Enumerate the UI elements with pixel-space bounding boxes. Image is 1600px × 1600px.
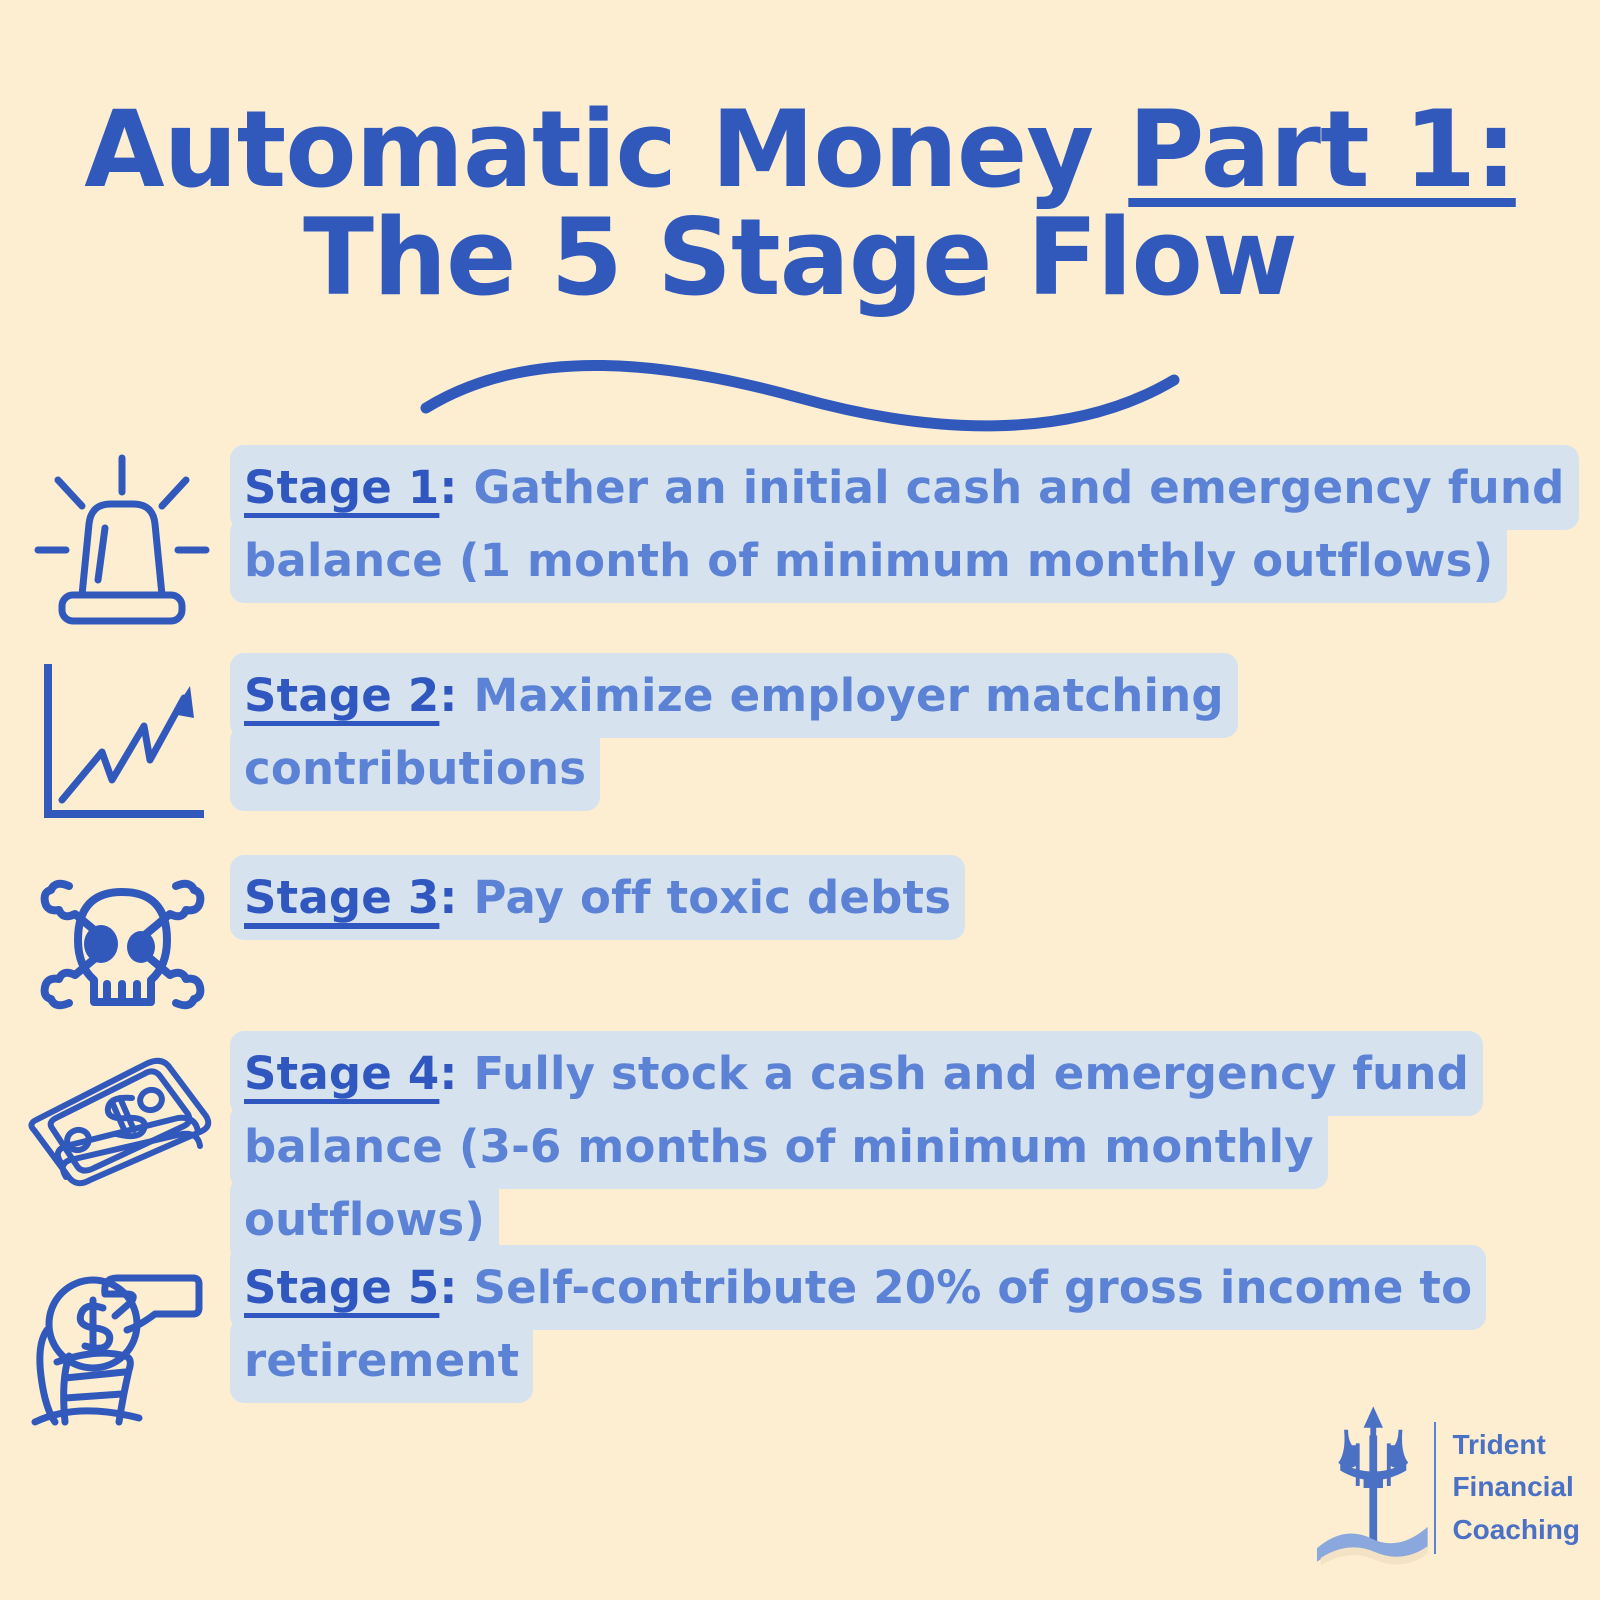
stage-3-icon-cell [0, 862, 230, 1027]
stage-2-icon-cell [0, 660, 230, 830]
s-curve-swoosh-icon [420, 360, 1180, 432]
title-line-1-plain: Automatic Money [84, 88, 1129, 211]
stage-2-body: Maximize employer matching contributions [244, 669, 1224, 795]
growth-chart-arrow-icon [44, 664, 204, 818]
stage-3-text-cell: Stage 3: Pay off toxic debts [230, 855, 1600, 940]
stage-1-text-cell: Stage 1: Gather an initial cash and emer… [230, 445, 1600, 603]
stage-2-label: Stage 2 [244, 669, 440, 722]
brand-logo: Trident Financial Coaching [1315, 1395, 1580, 1580]
stage-4-label: Stage 4 [244, 1047, 440, 1100]
stage-4-icon-cell [0, 1038, 230, 1198]
stage-4-body: Fully stock a cash and emergency fund ba… [244, 1047, 1470, 1246]
stage-4-highlight: Stage 4: Fully stock a cash and emergenc… [230, 1031, 1484, 1262]
stage-4-text-cell: Stage 4: Fully stock a cash and emergenc… [230, 1031, 1600, 1262]
logo-line-3: Coaching [1452, 1513, 1580, 1545]
logo-text: Trident Financial Coaching [1452, 1424, 1580, 1552]
stage-1-label: Stage 1 [244, 461, 440, 514]
stage-3-text: Stage 3: Pay off toxic debts [230, 855, 1582, 940]
stage-5-body: Self-contribute 20% of gross income to r… [244, 1261, 1473, 1387]
stage-2-colon: : [439, 669, 458, 722]
stage-2-text: Stage 2: Maximize employer matching cont… [230, 653, 1582, 811]
stage-2-highlight: Stage 2: Maximize employer matching cont… [230, 653, 1238, 811]
stage-1-body: Gather an initial cash and emergency fun… [244, 461, 1565, 587]
page-title: Automatic Money Part 1: The 5 Stage Flow [0, 95, 1600, 320]
stage-5-highlight: Stage 5: Self-contribute 20% of gross in… [230, 1245, 1487, 1403]
stage-row-5: Stage 5: Self-contribute 20% of gross in… [0, 1245, 1600, 1432]
stage-3-colon: : [439, 871, 458, 924]
hand-coin-rocking-chair-icon [31, 1274, 203, 1426]
stage-5-label: Stage 5 [244, 1261, 440, 1314]
stage-4-colon: : [439, 1047, 458, 1100]
stage-1-text: Stage 1: Gather an initial cash and emer… [230, 445, 1582, 603]
siren-beacon-icon [34, 454, 210, 625]
title-line-1-underlined: Part 1: [1128, 88, 1516, 211]
stage-1-icon-cell [0, 452, 230, 627]
stage-2-text-cell: Stage 2: Maximize employer matching cont… [230, 653, 1600, 811]
skull-and-crossbones-icon [40, 879, 204, 1010]
stage-3-label: Stage 3 [244, 871, 440, 924]
stage-row-1: Stage 1: Gather an initial cash and emer… [0, 445, 1600, 627]
stage-row-3: Stage 3: Pay off toxic debts [0, 855, 1600, 1027]
cash-stack-icon [28, 1057, 212, 1187]
stage-3-highlight: Stage 3: Pay off toxic debts [230, 855, 966, 940]
stage-5-colon: : [439, 1261, 458, 1314]
stage-3-body: Pay off toxic debts [457, 871, 952, 924]
logo-line-1: Trident [1452, 1428, 1546, 1460]
stage-row-4: Stage 4: Fully stock a cash and emergenc… [0, 1031, 1600, 1262]
stage-4-text: Stage 4: Fully stock a cash and emergenc… [230, 1031, 1582, 1262]
trident-wave-icon [1316, 1406, 1428, 1566]
title-line-2: The 5 Stage Flow [303, 196, 1298, 320]
logo-divider [1433, 1421, 1437, 1554]
stage-1-colon: : [439, 461, 458, 514]
stage-5-icon-cell [0, 1252, 230, 1432]
stage-row-2: Stage 2: Maximize employer matching cont… [0, 653, 1600, 830]
logo-line-2: Financial [1452, 1471, 1574, 1503]
title-line-1: Automatic Money Part 1: [16, 95, 1584, 204]
stage-1-highlight: Stage 1: Gather an initial cash and emer… [230, 445, 1579, 603]
stage-5-text-cell: Stage 5: Self-contribute 20% of gross in… [230, 1245, 1600, 1403]
stage-5-text: Stage 5: Self-contribute 20% of gross in… [230, 1245, 1582, 1403]
